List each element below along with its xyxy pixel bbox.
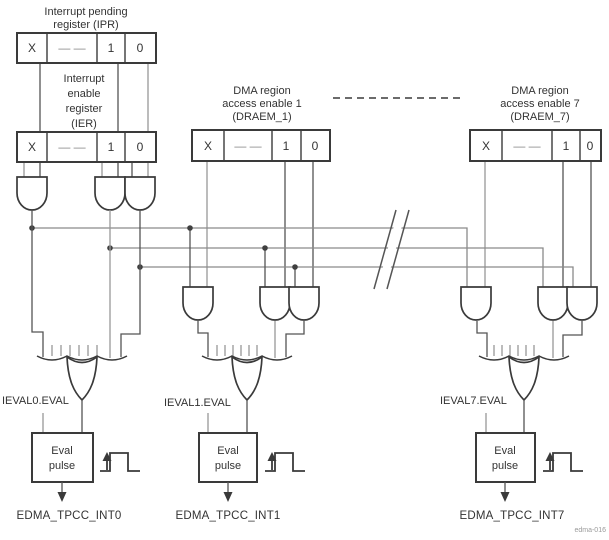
pulse-waveform-icon xyxy=(265,452,305,472)
eval-label-line2: pulse xyxy=(215,460,241,472)
draem7-title-line3: (DRAEM_7) xyxy=(510,111,569,123)
draem7-register: X — — 1 0 xyxy=(469,129,602,162)
and-gate xyxy=(566,286,598,321)
and-gate xyxy=(537,286,569,321)
eval-pulse-block-0: Eval pulse xyxy=(31,432,94,483)
eval-label-line1: Eval xyxy=(217,445,238,457)
ier-title-line2: enable xyxy=(67,88,100,100)
ier-register: X — — 1 0 xyxy=(16,131,157,163)
draem1-title-line1: DMA region xyxy=(233,85,290,97)
eval-label-line1: Eval xyxy=(494,445,515,457)
draem1-title-line2: access enable 1 xyxy=(222,98,302,110)
output-arrow-0 xyxy=(57,482,67,502)
draem1-cell-0: 0 xyxy=(312,139,319,153)
ipr-cell-0: 0 xyxy=(137,41,144,55)
group7-wire-collector xyxy=(476,321,583,361)
output-label-int0: EDMA_TPCC_INT0 xyxy=(16,510,121,522)
ier-register-label: Interrupt enable register (IER) xyxy=(64,73,105,130)
ier-title-line4: (IER) xyxy=(71,118,97,130)
eval-pulse-block-1: Eval pulse xyxy=(198,432,258,483)
and-gate xyxy=(124,176,156,211)
ipr-register: X — — 1 0 xyxy=(16,32,157,64)
gather-curve xyxy=(478,355,570,361)
ier-cell-x: X xyxy=(28,140,36,154)
group0-wire-collector xyxy=(31,210,141,361)
draem1-cell-1: 1 xyxy=(283,139,290,153)
draem7-cell-x: X xyxy=(482,139,490,153)
or-gate-7 xyxy=(508,355,540,402)
eval-pulse-block-7: Eval pulse xyxy=(475,432,536,483)
draem1-register-label: DMA region access enable 1 (DRAEM_1) xyxy=(222,85,302,123)
figure-id: edma-016 xyxy=(574,527,606,534)
output-arrow-7 xyxy=(500,482,510,502)
ier-title-line1: Interrupt xyxy=(64,73,105,85)
and-gate xyxy=(259,286,291,321)
bus-break-icon xyxy=(373,209,410,290)
and-gate xyxy=(288,286,320,321)
draem7-cell-0: 0 xyxy=(587,139,594,153)
ipr-cell-x: X xyxy=(28,41,36,55)
draem7-cell-dots: — — xyxy=(513,139,540,153)
ier-cell-dots: — — xyxy=(58,140,85,154)
pulse-waveform-icon xyxy=(543,452,583,472)
draem1-register: X — — 1 0 xyxy=(191,129,331,162)
ipr-title-line2: register (IPR) xyxy=(53,19,118,31)
eval-label-line2: pulse xyxy=(49,460,75,472)
gather-curve xyxy=(201,355,293,361)
and-gate xyxy=(460,286,492,321)
and-gate xyxy=(16,176,48,211)
draem7-title-line1: DMA region xyxy=(511,85,568,97)
wire-ticks xyxy=(51,345,98,356)
wire-ticks xyxy=(493,345,535,356)
output-label-int1: EDMA_TPCC_INT1 xyxy=(175,510,280,522)
ipr-title-line1: Interrupt pending xyxy=(44,6,127,18)
ier-title-line3: register xyxy=(66,103,103,115)
or-gate-1 xyxy=(231,355,263,402)
draem1-title-line3: (DRAEM_1) xyxy=(232,111,291,123)
region7-and-gates xyxy=(460,286,598,321)
draem7-register-label: DMA region access enable 7 (DRAEM_7) xyxy=(500,85,580,123)
or-gate-0 xyxy=(66,355,98,402)
pulse-waveform-icon xyxy=(100,452,140,472)
ier-cell-1: 1 xyxy=(108,140,115,154)
junction-dots xyxy=(29,225,298,270)
ipr-ier-and-gates xyxy=(16,176,156,211)
draem1-cell-x: X xyxy=(204,139,212,153)
output-label-int7: EDMA_TPCC_INT7 xyxy=(459,510,564,522)
region1-and-gates xyxy=(182,286,320,321)
draem7-title-line2: access enable 7 xyxy=(500,98,580,110)
ipr-cell-dots: — — xyxy=(58,41,85,55)
gather-curve xyxy=(36,355,128,361)
ipr-register-label: Interrupt pending register (IPR) xyxy=(44,6,127,31)
register-wiring xyxy=(23,63,592,288)
and-gate xyxy=(182,286,214,321)
ier-cell-0: 0 xyxy=(137,140,144,154)
and-gate xyxy=(94,176,126,211)
eval-label-line1: Eval xyxy=(51,445,72,457)
ieval7-label: IEVAL7.EVAL xyxy=(440,395,507,407)
eval-label-line2: pulse xyxy=(492,460,518,472)
output-arrow-1 xyxy=(223,482,233,502)
enabled-interrupt-buses xyxy=(32,227,574,288)
ieval0-label: IEVAL0.EVAL xyxy=(2,395,69,407)
wire-ticks xyxy=(216,345,258,356)
ieval1-label: IEVAL1.EVAL xyxy=(164,397,231,409)
group1-wire-collector xyxy=(197,321,305,361)
draem7-cell-1: 1 xyxy=(563,139,570,153)
draem1-cell-dots: — — xyxy=(234,139,261,153)
ipr-cell-1: 1 xyxy=(108,41,115,55)
